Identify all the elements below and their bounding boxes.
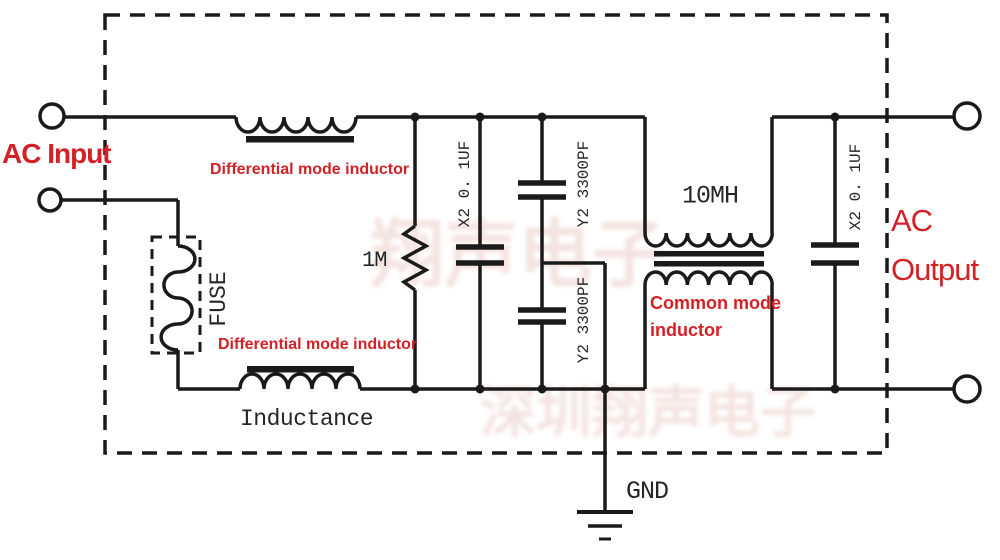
input-terminal-bottom <box>37 187 63 213</box>
y2-capacitor-bottom-symbol <box>518 307 566 325</box>
fuse-symbol <box>150 235 202 355</box>
x2-capacitor-left-symbol <box>456 244 504 266</box>
core-bar <box>654 251 764 257</box>
input-terminal-top <box>38 102 66 130</box>
common-mode-inductor-label: Common mode inductor <box>650 290 781 344</box>
differential-inductor-bottom-symbol <box>238 366 362 390</box>
junction-dot <box>410 112 420 122</box>
common-mode-line2: inductor <box>650 320 722 340</box>
junction-dots <box>410 112 840 394</box>
differential-inductor-top-symbol <box>234 116 358 143</box>
ac-output-line2: Output <box>891 252 979 287</box>
differential-inductor-bottom-label: Differential mode inductor <box>218 336 418 353</box>
resistor-1m-label: 1M <box>362 248 387 273</box>
junction-dot <box>537 384 547 394</box>
watermark-bottom: 深圳翔声电子 <box>480 381 816 446</box>
junction-dot <box>830 384 840 394</box>
ground-symbol <box>577 510 633 541</box>
x2-capacitor-right-symbol <box>811 242 859 266</box>
output-terminal-bottom <box>952 374 982 404</box>
y2-capacitor-top-symbol <box>518 180 566 200</box>
common-mode-value-label: 10MH <box>681 181 739 211</box>
junction-dot <box>410 384 420 394</box>
ac-input-label: AC Input <box>2 138 112 169</box>
inductance-label: Inductance <box>240 406 374 432</box>
y2-capacitor-top-label: Y2 3300PF <box>575 140 593 228</box>
y2-capacitor-bottom-label: Y2 3300PF <box>575 276 593 364</box>
ground-label: GND <box>626 477 669 506</box>
coil-bottom <box>643 270 774 286</box>
core-bar <box>654 261 764 267</box>
junction-dot <box>537 112 547 122</box>
coil-top <box>643 232 774 248</box>
ac-output-label: AC Output <box>891 196 979 294</box>
junction-dot <box>830 112 840 122</box>
fuse-dashed-box <box>150 235 202 355</box>
core-bar <box>246 136 354 143</box>
watermark-top: 翔声电子 <box>370 212 666 298</box>
core-bar <box>247 366 354 373</box>
coil <box>238 372 362 390</box>
output-terminal-top <box>952 101 982 131</box>
ac-output-line1: AC <box>891 203 933 238</box>
common-mode-inductor-symbol <box>643 232 774 286</box>
junction-dot <box>475 112 485 122</box>
common-mode-line1: Common mode <box>650 293 782 313</box>
coil <box>234 116 358 134</box>
x2-capacitor-right-label: X2 0. 1UF <box>847 143 865 231</box>
junction-dot <box>600 384 610 394</box>
filter-enclosure-dashed-border <box>103 13 889 455</box>
fuse-wavy-element <box>159 244 197 352</box>
resistor-1m-symbol <box>400 224 430 292</box>
fuse-label: FUSE <box>206 271 232 327</box>
x2-capacitor-left-label: X2 0. 1UF <box>456 140 474 228</box>
differential-inductor-top-label: Differential mode inductor <box>210 161 410 178</box>
junction-dot <box>475 384 485 394</box>
